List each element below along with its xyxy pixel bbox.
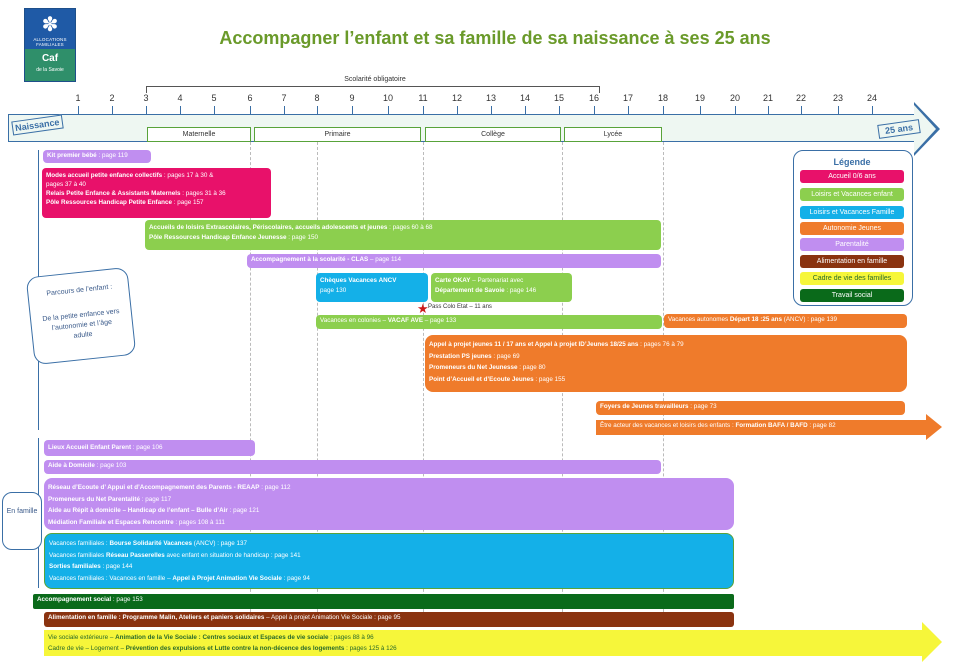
age-tick-label: 14 [519,93,530,103]
age-tick-label: 16 [588,93,599,103]
age-tick-label: 4 [177,93,183,103]
age-tick-label: 9 [349,93,355,103]
scolarite-bracket [146,86,600,93]
legend-autonomie: Autonomie Jeunes [800,222,904,235]
logo-savoie-text: de la Savoie [36,67,64,73]
parcours-title: Parcours de l’enfant : [46,283,113,298]
legend-parentalite: Parentalité [800,238,904,251]
logo-bottom [25,49,75,81]
accompagnement-social-box: Accompagnement social : page 153 [33,594,734,609]
legend-travail-social: Travail social [800,289,904,302]
age-tick-label: 23 [832,93,843,103]
vacances-familiales-box: Vacances familiales : Bourse Solidarité … [44,533,734,589]
age-tick-label: 24 [866,93,877,103]
guide-6 [250,142,251,612]
age-tick-label: 18 [657,93,668,103]
pass-colo-label: Pass Colo Etat – 11 ans [428,304,492,310]
scolarite-label: Scolarité obligatoire [344,76,406,83]
parcours-bubble: Parcours de l’enfant : De la petite enfa… [25,266,137,366]
age-tick-label: 11 [418,93,428,103]
colonies-box: Vacances en colonies – VACAF AVE – page … [316,315,662,329]
age-tick-label: 20 [729,93,740,103]
alimentation-box: Alimentation en famille : Programme Mali… [44,612,734,627]
logo-alloc-text: ALLOCATIONS FAMILIALES [33,37,67,47]
bafa-arrow: Être acteur des vacances et loisirs des … [596,420,926,435]
stage-maternelle: Maternelle [147,127,251,142]
clas-box: Accompagnement à la scolarité - CLAS – p… [247,254,661,268]
pass-colo-star-icon: ★ [417,301,429,316]
laep-box: Lieux Accueil Enfant Parent : page 106 [44,440,255,456]
legend-alimentation: Alimentation en famille [800,255,904,268]
age-tick-label: 12 [451,93,462,103]
modes-accueil-box: Modes accueil petite enfance collectifs … [42,168,271,218]
fjt-box: Foyers de Jeunes travailleurs : page 73 [596,401,905,415]
cadre-de-vie-arrow: Vie sociale extérieure – Animation de la… [44,630,922,656]
carte-okay-box: Carte OKAY – Partenariat avec Départemen… [431,273,572,302]
parcours-text: De la petite enfance vers l’autonomie et… [42,307,120,340]
age-tick-label: 1 [75,93,81,103]
guide-8 [317,142,318,612]
accueils-loisirs-box: Accueils de loisirs Extrascolaires, Péri… [145,220,661,250]
age-tick-label: 6 [247,93,253,103]
timeline-arrowhead-inner [914,105,936,153]
age-tick-label: 3 [143,93,149,103]
vacances-autonomes-box: Vacances autonomes Départ 18 :25 ans (AN… [664,314,907,328]
logo-top [25,9,75,49]
legend-loisirs-famille: Loisirs et Vacances Famille [800,206,904,219]
stage-lycee: Lycée [564,127,662,142]
logo-caf-text: Caf [41,53,59,64]
legend-loisirs-enfant: Loisirs et Vacances enfant [800,188,904,201]
autonomie-jeunes-box: Appel à projet jeunes 11 / 17 ans et App… [425,335,907,392]
famille-bubble: En famille [2,492,42,550]
age-tick-label: 13 [485,93,496,103]
age-tick-label: 8 [314,93,320,103]
age-tick-label: 22 [795,93,806,103]
age-tick-label: 19 [694,93,705,103]
family-icon: ✽ [41,14,59,36]
cadre-arrowhead [922,622,942,662]
age-tick-label: 21 [762,93,773,103]
stage-primaire: Primaire [254,127,421,142]
caf-logo: ✽ ALLOCATIONS FAMILIALES Caf de la Savoi… [24,8,76,82]
legend-accueil: Accueil 0/6 ans [800,170,904,183]
parentalite-box: Réseau d’Ecoute d’ Appui et d’Accompagne… [44,478,734,530]
legend-title: Légende [833,157,871,167]
age-tick-label: 5 [211,93,217,103]
guide-11 [423,142,424,612]
kit-premier-bebe: Kit premier bébé : page 119 [43,150,151,163]
stage-college: Collège [425,127,561,142]
age-tick-label: 10 [382,93,393,103]
age-tick-label: 7 [281,93,287,103]
famille-text: En famille [6,508,38,515]
age-tick-label: 15 [553,93,564,103]
age-tick-label: 2 [109,93,115,103]
bafa-arrowhead [926,414,942,440]
aide-domicile-box: Aide à Domicile : page 103 [44,460,661,474]
legend-cadre: Cadre de vie des familles [800,272,904,285]
page-title: Accompagner l’enfant et sa famille de sa… [219,28,771,48]
age-tick-label: 17 [622,93,633,103]
